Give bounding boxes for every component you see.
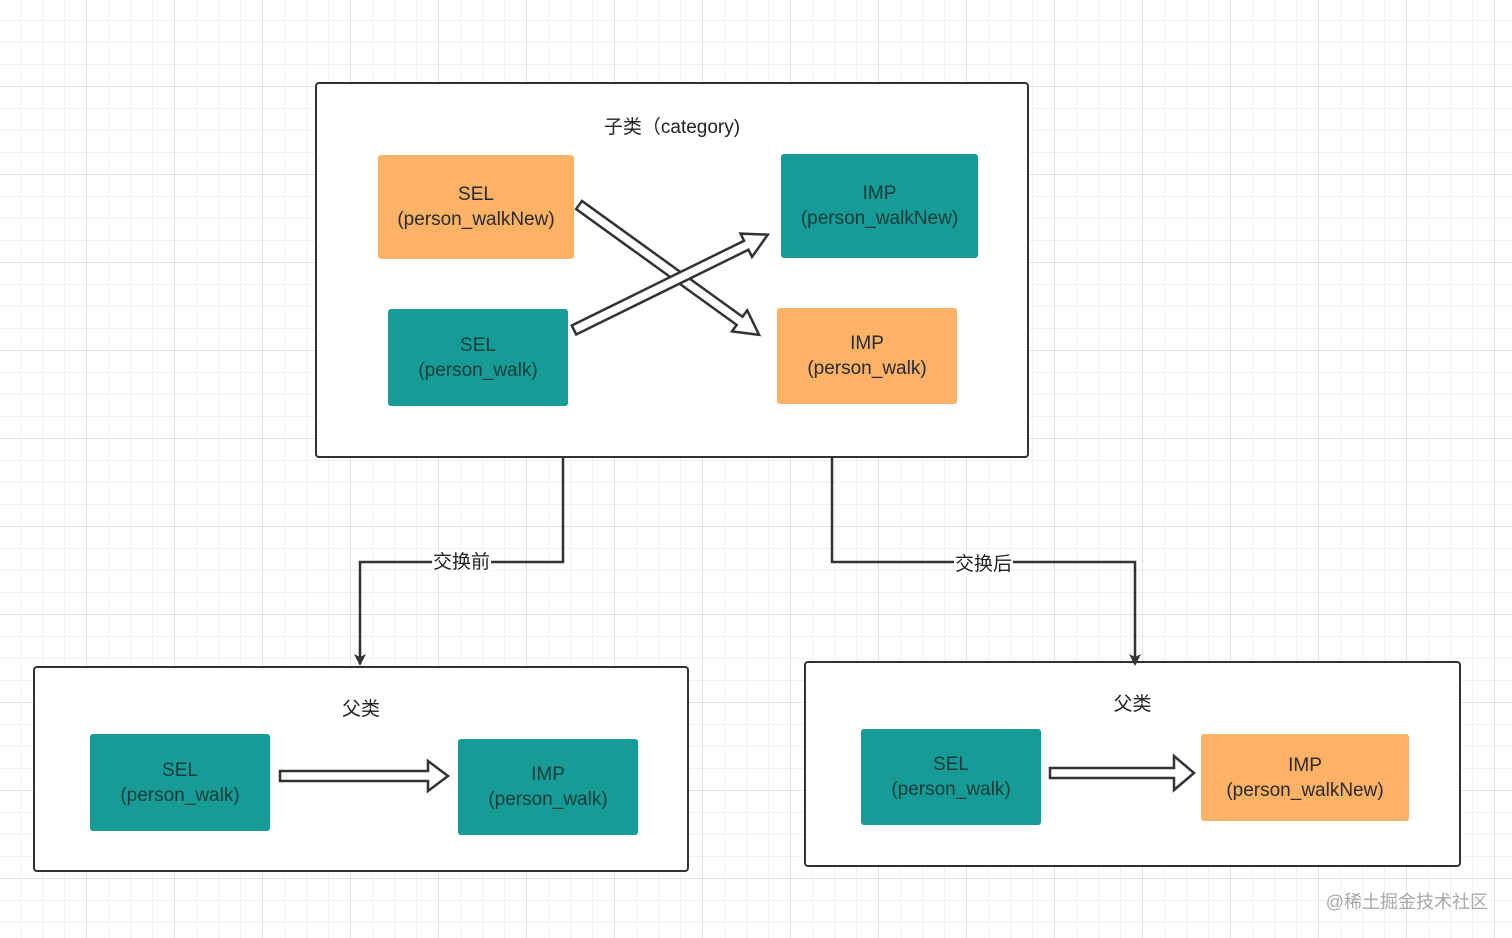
category-sel-walknew: SEL (person_walkNew): [378, 155, 574, 259]
watermark: @稀土掘金技术社区: [1325, 892, 1488, 912]
node-label: SEL: [460, 334, 496, 356]
parent-before-title: 父类: [341, 699, 380, 720]
edge-label-before: 交换前: [432, 552, 492, 574]
node-sublabel: (person_walk): [120, 784, 240, 806]
parent-after-imp: IMP (person_walkNew): [1201, 734, 1409, 821]
node-label: IMP: [862, 183, 897, 204]
node-label: SEL: [933, 754, 969, 775]
category-imp-walk: IMP (person_walk): [777, 308, 957, 404]
node-label: IMP: [531, 764, 565, 785]
edge-label-after: 交换后: [954, 554, 1014, 576]
node-label: SEL: [162, 759, 198, 781]
node-sublabel: (person_walk): [807, 358, 927, 379]
category-title: 子类（category): [603, 117, 741, 138]
node-sublabel: (person_walk): [418, 359, 538, 381]
parent-before-imp: IMP (person_walk): [458, 739, 638, 835]
parent-before-sel: SEL (person_walk): [90, 734, 270, 831]
category-imp-walknew: IMP (person_walkNew): [781, 154, 978, 258]
node-sublabel: (person_walkNew): [397, 209, 555, 230]
node-label: IMP: [850, 333, 884, 354]
node-sublabel: (person_walk): [488, 789, 608, 810]
node-sublabel: (person_walk): [891, 779, 1011, 800]
parent-after-sel: SEL (person_walk): [861, 729, 1041, 825]
parent-after-title: 父类: [1113, 694, 1152, 715]
node-label: SEL: [458, 184, 494, 205]
node-label: IMP: [1288, 754, 1322, 776]
node-sublabel: (person_walkNew): [800, 208, 959, 229]
category-sel-walk: SEL (person_walk): [388, 309, 568, 406]
node-sublabel: (person_walkNew): [1226, 779, 1384, 801]
